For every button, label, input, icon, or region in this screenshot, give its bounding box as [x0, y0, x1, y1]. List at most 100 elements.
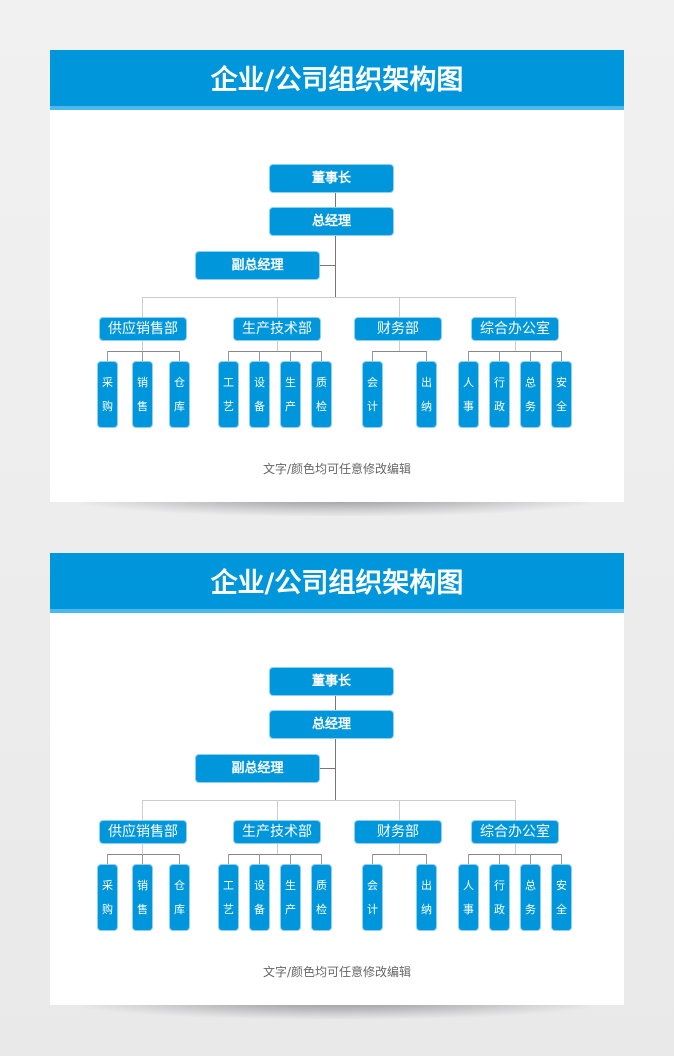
node-unit[interactable]: 质 检 — [312, 362, 331, 427]
unit-char: 安 — [556, 375, 567, 389]
node-general-manager[interactable]: 总经理 — [270, 208, 393, 235]
org-chart-card: 企业/公司组织架构图 董事长 总经理 副总经理 供应销售部 采 购 销 售 仓 … — [50, 553, 624, 1019]
connector-line — [107, 854, 180, 855]
node-unit[interactable]: 工 艺 — [219, 865, 238, 930]
connector-line — [515, 340, 516, 351]
unit-char: 库 — [174, 903, 185, 917]
connector-line — [499, 351, 500, 362]
node-unit[interactable]: 行 政 — [490, 865, 509, 930]
connector-line — [335, 695, 336, 800]
unit-char: 售 — [137, 903, 148, 917]
node-unit[interactable]: 会 计 — [363, 865, 382, 930]
connector-line — [142, 800, 516, 801]
connector-line — [319, 265, 335, 266]
unit-char: 艺 — [223, 903, 234, 917]
node-department[interactable]: 生产技术部 — [234, 821, 320, 843]
node-chairman[interactable]: 董事长 — [270, 668, 393, 695]
node-department[interactable]: 供应销售部 — [100, 318, 186, 340]
node-unit[interactable]: 出 纳 — [417, 362, 436, 427]
node-unit[interactable]: 工 艺 — [219, 362, 238, 427]
connector-line — [107, 351, 180, 352]
unit-char: 销 — [137, 375, 148, 389]
connector-line — [372, 854, 373, 865]
node-unit[interactable]: 人 事 — [459, 362, 478, 427]
node-unit[interactable]: 行 政 — [490, 362, 509, 427]
unit-char: 采 — [102, 878, 113, 892]
unit-char: 检 — [316, 400, 327, 414]
node-general-manager[interactable]: 总经理 — [270, 711, 393, 738]
unit-char: 生 — [285, 375, 296, 389]
node-department[interactable]: 综合办公室 — [472, 821, 558, 843]
unit-char: 会 — [367, 878, 378, 892]
connector-line — [399, 800, 400, 821]
connector-line — [372, 351, 373, 362]
node-unit[interactable]: 总 务 — [521, 865, 540, 930]
node-unit[interactable]: 销 售 — [133, 865, 152, 930]
unit-char: 质 — [316, 878, 327, 892]
connector-line — [321, 854, 322, 865]
unit-char: 全 — [556, 903, 567, 917]
node-unit[interactable]: 会 计 — [363, 362, 382, 427]
unit-char: 会 — [367, 375, 378, 389]
node-unit[interactable]: 人 事 — [459, 865, 478, 930]
node-unit[interactable]: 设 备 — [250, 362, 269, 427]
unit-char: 行 — [494, 878, 505, 892]
node-unit[interactable]: 采 购 — [98, 362, 117, 427]
connector-line — [179, 854, 180, 865]
connector-line — [107, 351, 108, 362]
unit-char: 安 — [556, 878, 567, 892]
unit-char: 行 — [494, 375, 505, 389]
node-unit[interactable]: 采 购 — [98, 865, 117, 930]
node-unit[interactable]: 生 产 — [281, 865, 300, 930]
node-chairman[interactable]: 董事长 — [270, 165, 393, 192]
unit-char: 购 — [102, 903, 113, 917]
connector-line — [259, 854, 260, 865]
connector-line — [499, 854, 500, 865]
node-department[interactable]: 财务部 — [355, 821, 441, 843]
unit-char: 务 — [525, 400, 536, 414]
node-unit[interactable]: 设 备 — [250, 865, 269, 930]
node-department[interactable]: 综合办公室 — [472, 318, 558, 340]
node-unit[interactable]: 仓 库 — [170, 362, 189, 427]
connector-line — [426, 351, 427, 362]
connector-line — [372, 351, 427, 352]
connector-line — [277, 297, 278, 318]
unit-char: 产 — [285, 903, 296, 917]
connector-line — [142, 297, 143, 318]
node-unit[interactable]: 生 产 — [281, 362, 300, 427]
node-unit[interactable]: 安 全 — [552, 865, 571, 930]
unit-char: 纳 — [421, 903, 432, 917]
connector-line — [142, 351, 143, 362]
node-department[interactable]: 供应销售部 — [100, 821, 186, 843]
unit-char: 工 — [223, 878, 234, 892]
unit-char: 政 — [494, 400, 505, 414]
unit-char: 采 — [102, 375, 113, 389]
connector-line — [277, 843, 278, 854]
node-unit[interactable]: 质 检 — [312, 865, 331, 930]
unit-char: 计 — [367, 400, 378, 414]
node-unit[interactable]: 安 全 — [552, 362, 571, 427]
unit-char: 总 — [525, 375, 536, 389]
node-unit[interactable]: 销 售 — [133, 362, 152, 427]
connector-line — [319, 768, 335, 769]
connector-line — [290, 351, 291, 362]
node-unit[interactable]: 出 纳 — [417, 865, 436, 930]
node-vice-general-manager[interactable]: 副总经理 — [196, 755, 319, 782]
unit-char: 售 — [137, 400, 148, 414]
unit-char: 全 — [556, 400, 567, 414]
connector-line — [561, 854, 562, 865]
connector-line — [228, 854, 322, 855]
connector-line — [399, 340, 400, 351]
node-department[interactable]: 生产技术部 — [234, 318, 320, 340]
unit-char: 销 — [137, 878, 148, 892]
node-vice-general-manager[interactable]: 副总经理 — [196, 252, 319, 279]
page-title: 企业/公司组织架构图 — [50, 50, 624, 110]
unit-char: 备 — [254, 903, 265, 917]
unit-char: 质 — [316, 375, 327, 389]
unit-char: 事 — [463, 903, 474, 917]
connector-line — [468, 351, 562, 352]
node-unit[interactable]: 仓 库 — [170, 865, 189, 930]
node-department[interactable]: 财务部 — [355, 318, 441, 340]
unit-char: 仓 — [174, 375, 185, 389]
node-unit[interactable]: 总 务 — [521, 362, 540, 427]
